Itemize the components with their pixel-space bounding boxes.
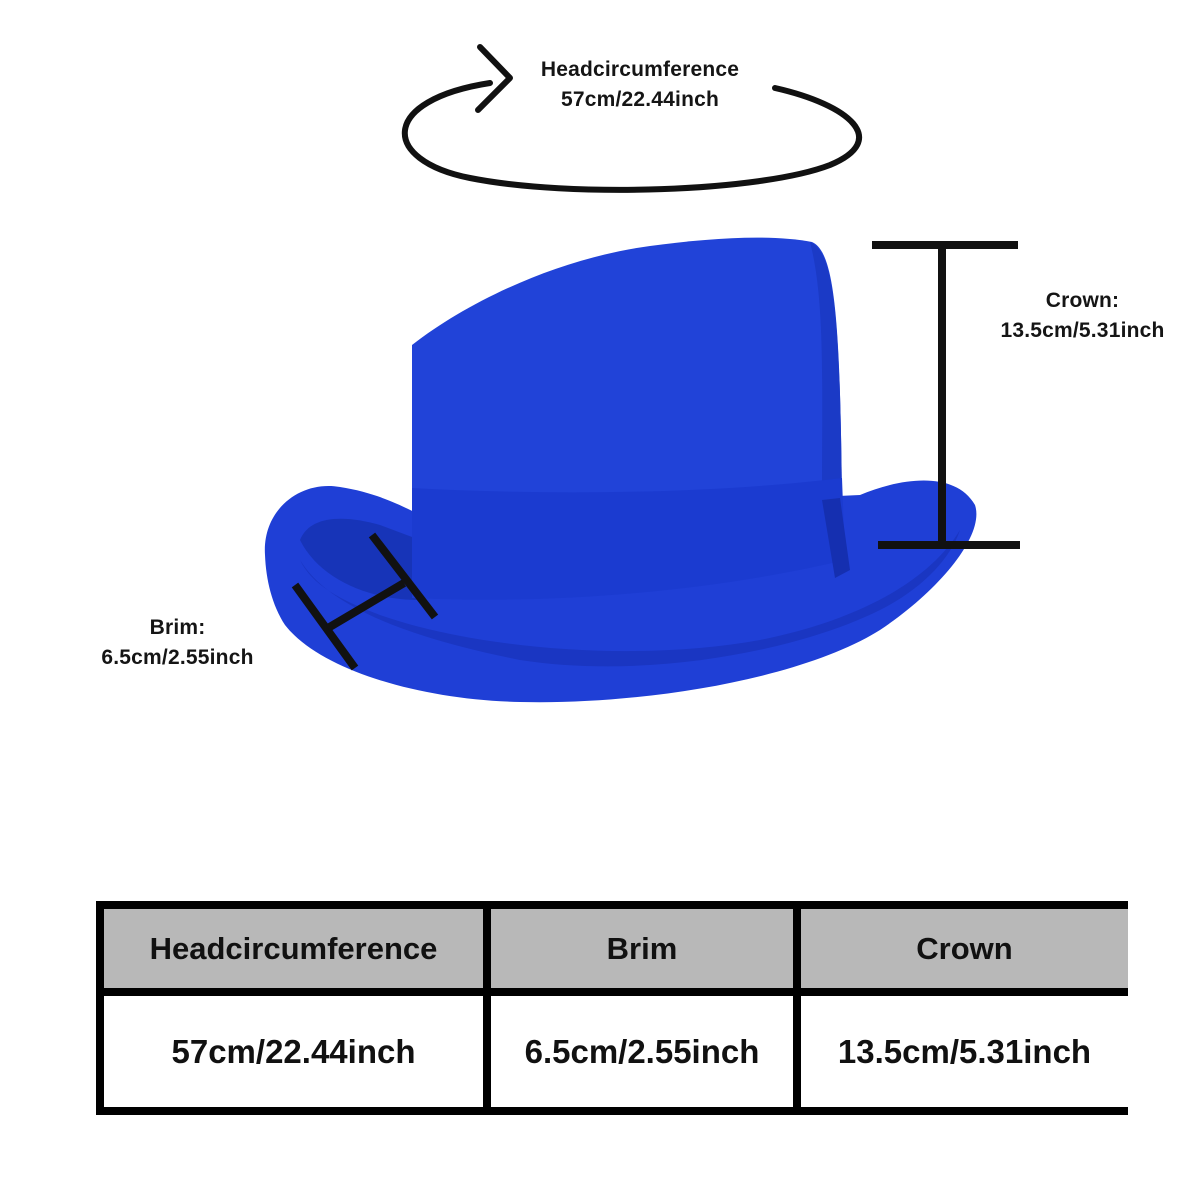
headcircumference-title: Headcircumference bbox=[540, 58, 740, 81]
hat-band bbox=[412, 478, 845, 600]
brim-title: Brim: bbox=[149, 616, 206, 639]
hat-band-bow bbox=[822, 498, 850, 578]
hat-crown-shade bbox=[810, 242, 842, 500]
circumference-ellipse bbox=[401, 80, 862, 193]
table-value-headcircumference: 57cm/22.44inch bbox=[104, 996, 483, 1107]
brim-value: 6.5cm/2.55inch bbox=[101, 646, 254, 669]
headcircumference-indicator bbox=[401, 44, 862, 193]
table-header-headcircumference: Headcircumference bbox=[104, 909, 483, 988]
crown-title: Crown: bbox=[1045, 289, 1120, 312]
table-header-brim: Brim bbox=[491, 909, 793, 988]
headcircumference-value: 57cm/22.44inch bbox=[560, 88, 720, 111]
table-value-crown: 13.5cm/5.31inch bbox=[801, 996, 1128, 1107]
crown-value: 13.5cm/5.31inch bbox=[1000, 319, 1165, 342]
crown-dimension-marker bbox=[872, 241, 1020, 549]
hat-crown bbox=[412, 237, 842, 515]
crown-label: Crown: 13.5cm/5.31inch bbox=[980, 286, 1185, 346]
table-value-brim: 6.5cm/2.55inch bbox=[491, 996, 793, 1107]
circumference-arrow-icon bbox=[475, 44, 513, 113]
size-table: Headcircumference Brim Crown 57cm/22.44i… bbox=[96, 901, 1128, 1115]
headcircumference-label: Headcircumference 57cm/22.44inch bbox=[500, 55, 780, 115]
brim-label: Brim: 6.5cm/2.55inch bbox=[70, 613, 285, 673]
brim-dimension-marker bbox=[291, 532, 439, 671]
hat-illustration bbox=[264, 237, 977, 703]
hat-brim-shadow bbox=[300, 530, 960, 667]
hat-brim-inner bbox=[300, 518, 420, 600]
table-header-crown: Crown bbox=[801, 909, 1128, 988]
